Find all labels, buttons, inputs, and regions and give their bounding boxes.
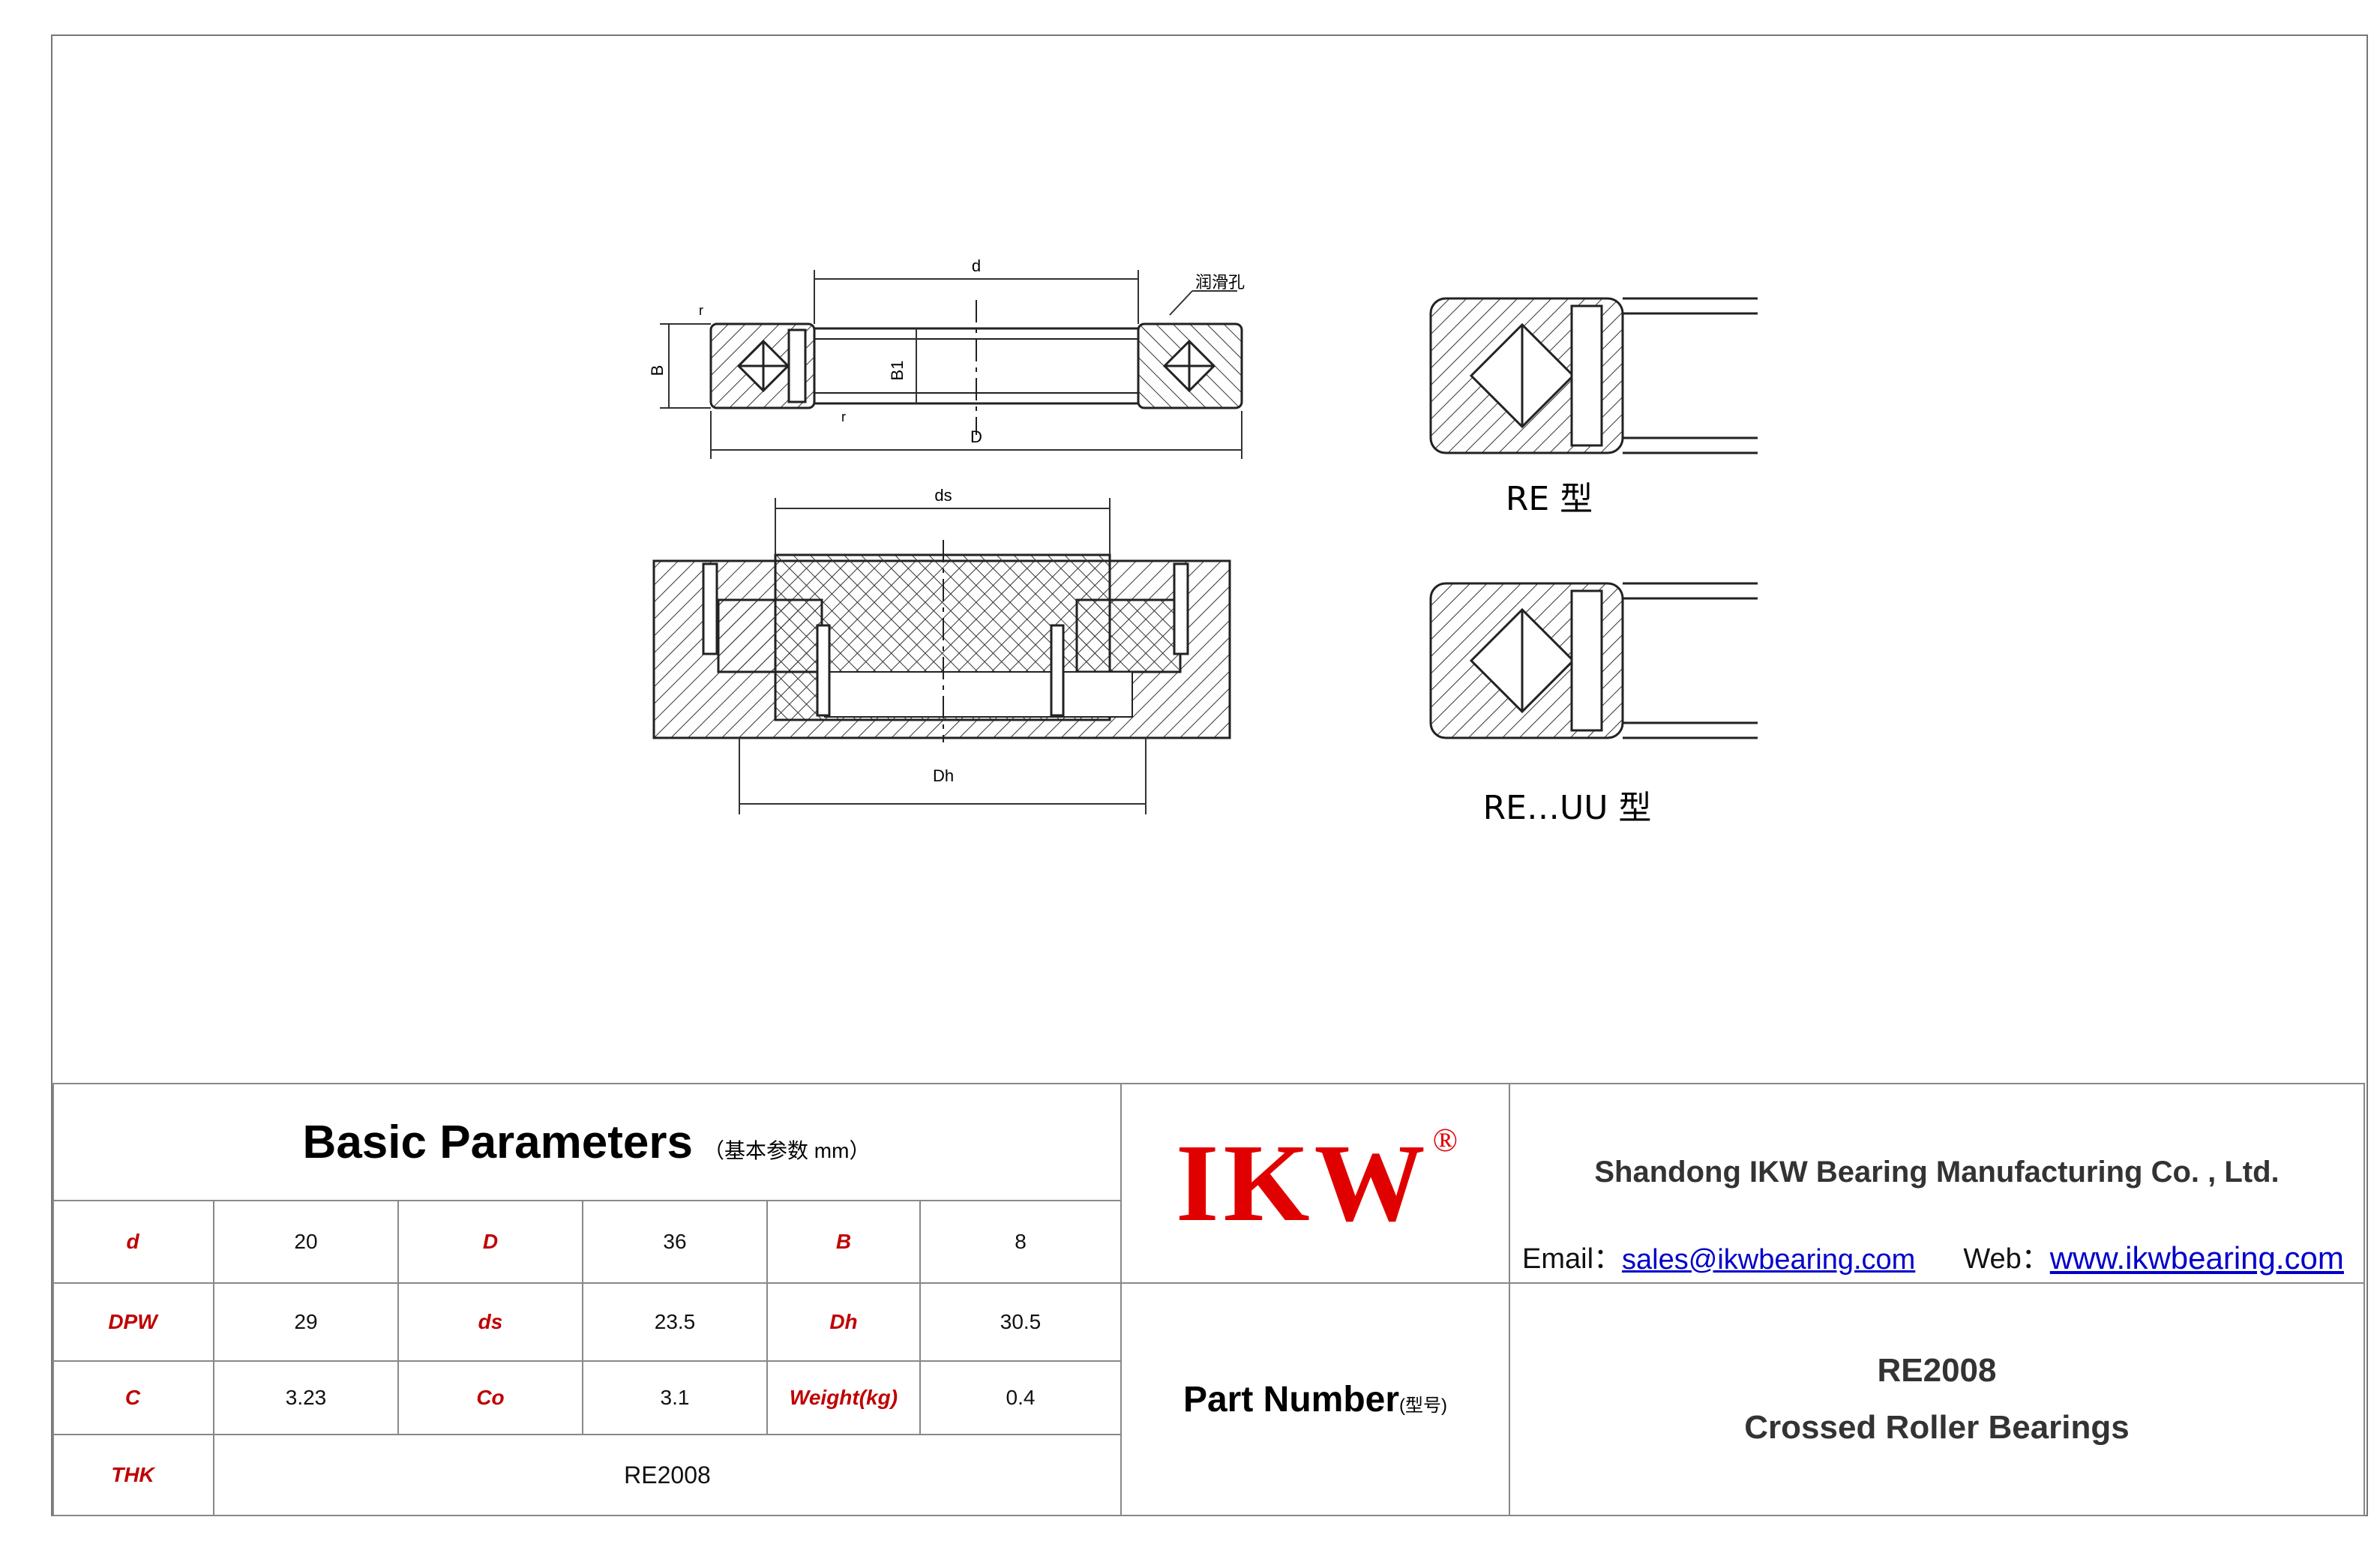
email-link[interactable]: sales@ikwbearing.com (1622, 1244, 1916, 1276)
param-label-D: D (482, 1230, 499, 1253)
param-label-ds: ds (478, 1310, 503, 1333)
param-label-co: Co (476, 1386, 505, 1409)
basic-parameters-heading: Basic Parameters （基本参数 mm） (52, 1084, 1120, 1200)
grid-line (52, 1515, 2365, 1516)
logo-text: IKW (1175, 1122, 1430, 1245)
param-value-ds: 23.5 (654, 1310, 696, 1333)
basic-parameters-title: Basic Parameters (302, 1116, 694, 1168)
grid-line (52, 1434, 1120, 1435)
grid-line (213, 1200, 214, 1516)
grid-line (52, 1360, 1120, 1362)
grid-line (1120, 1084, 1122, 1516)
email-label: Email： (1522, 1243, 1623, 1275)
basic-parameters-unit: （基本参数 mm） (703, 1139, 871, 1162)
dimension-lines-top (660, 270, 1242, 459)
param-value-co: 3.1 (660, 1386, 690, 1409)
param-value-B: 8 (1015, 1230, 1027, 1253)
dim-label-ds: ds (934, 486, 952, 505)
section-view-assembly (652, 540, 1231, 742)
part-number-label-cell: Part Number(型号) (1122, 1284, 1509, 1515)
re-uu-type-section (1429, 582, 1758, 739)
part-number-label-cn: (型号) (1399, 1395, 1448, 1416)
grid-line (2364, 1084, 2365, 1516)
web-label: Web： (1963, 1243, 2050, 1275)
param-label-dh: Dh (829, 1310, 858, 1333)
param-value-dpw: 29 (294, 1310, 318, 1333)
param-label-dpw: DPW (108, 1310, 157, 1333)
contact-line: Email： sales@ikwbearing.com Web： www.ikw… (1522, 1234, 2362, 1276)
dim-label-d: d (972, 256, 981, 275)
grid-line (52, 1282, 2365, 1284)
param-value-weight: 0.4 (1006, 1386, 1036, 1409)
title-block-table: Basic Parameters （基本参数 mm） d 20 D 36 B 8… (52, 1083, 2365, 1516)
dim-label-B: B (648, 365, 667, 376)
grid-line (919, 1200, 921, 1434)
part-number-value-cell: RE2008 Crossed Roller Bearings (1510, 1284, 2364, 1515)
dim-label-D: D (970, 427, 982, 446)
grid-line (766, 1200, 768, 1434)
part-model: RE2008 (1877, 1352, 1997, 1389)
part-number-label: Part Number (1183, 1379, 1400, 1420)
param-label-d: d (126, 1230, 139, 1253)
dimension-lines-assembly (739, 498, 1147, 814)
grid-line (52, 1200, 1120, 1201)
company-name-cell: Shandong IKW Bearing Manufacturing Co. ,… (1510, 1146, 2364, 1198)
re-type-section (1429, 297, 1758, 454)
grid-line (52, 1084, 54, 1516)
re-uu-type-label: RE…UU 型 (1483, 789, 1652, 827)
dim-label-Dh: Dh (933, 766, 954, 785)
dim-label-r-bottom: r (841, 409, 846, 424)
web-link[interactable]: www.ikwbearing.com (2049, 1240, 2344, 1276)
param-label-weight: Weight(kg) (789, 1386, 898, 1409)
ikw-logo: IKW® (1122, 1084, 1509, 1282)
grid-line (397, 1200, 399, 1434)
param-value-dh: 30.5 (1000, 1310, 1042, 1333)
grid-line (1509, 1084, 1510, 1516)
param-label-thk: THK (111, 1463, 154, 1486)
param-value-D: 36 (663, 1230, 687, 1253)
company-name: Shandong IKW Bearing Manufacturing Co. ,… (1594, 1155, 2280, 1189)
re-type-label: RE 型 (1506, 480, 1593, 518)
part-description: Crossed Roller Bearings (1744, 1409, 2130, 1446)
param-value-c: 3.23 (285, 1386, 327, 1409)
registered-mark: ® (1432, 1121, 1458, 1159)
oil-hole-label: 润滑孔 (1195, 274, 1245, 292)
dim-label-B1: B1 (888, 361, 907, 381)
param-label-B: B (835, 1230, 852, 1253)
dim-label-r-top: r (699, 303, 703, 318)
grid-line (582, 1200, 583, 1434)
bearing-technical-drawing: d D B B1 r r 润滑孔 ds Dh RE 型 (648, 256, 1758, 827)
section-view-top (709, 300, 1243, 435)
param-value-d: 20 (294, 1230, 318, 1253)
param-label-c: C (124, 1386, 141, 1409)
param-value-thk: RE2008 (624, 1461, 711, 1489)
